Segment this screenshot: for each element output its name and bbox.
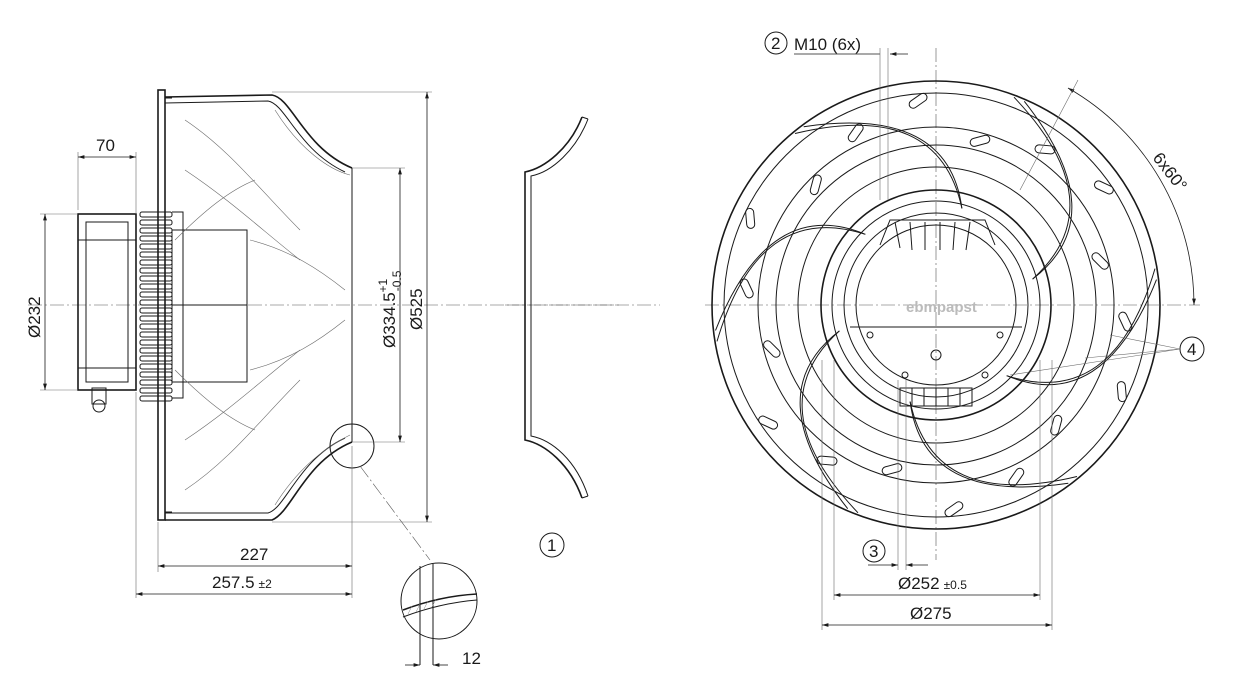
- dim-252: Ø252±0.5: [898, 574, 967, 593]
- dim-334: Ø334.5-0.5+1: [376, 270, 404, 348]
- dim-525: Ø525: [407, 288, 426, 330]
- brand-logo: ebmpapst: [906, 299, 977, 316]
- dim-70: 70: [96, 136, 115, 155]
- callout-2: 2: [764, 31, 788, 55]
- dim-12: 12: [462, 649, 481, 668]
- dim-227: 227: [240, 545, 268, 564]
- inlet-nozzle: [505, 116, 660, 499]
- callout-4: 4: [1179, 336, 1205, 362]
- dim-275: Ø275: [910, 604, 952, 623]
- svg-text:3: 3: [869, 542, 878, 561]
- side-dimensions: 70 Ø232 Ø334.5-0.5+1 Ø525 227 257.5±2: [25, 91, 432, 598]
- svg-text:4: 4: [1187, 340, 1196, 359]
- svg-text:1: 1: [547, 536, 556, 555]
- motor-housing: [77, 213, 137, 413]
- side-view: [28, 89, 620, 561]
- front-dimensions: 2 M10 (6x) 6x60° 4 3 Ø252±: [764, 31, 1205, 630]
- electronics-box: [850, 219, 1022, 407]
- svg-text:2: 2: [771, 34, 780, 53]
- dim-257: 257.5±2: [212, 573, 272, 592]
- impeller-shroud: [164, 94, 353, 521]
- front-view: ebmpapst: [705, 48, 1200, 560]
- mounting-slots: [739, 92, 1133, 518]
- cooling-fins: [139, 211, 173, 402]
- dim-232: Ø232: [25, 296, 44, 338]
- detail-view: 12: [400, 562, 481, 668]
- dim-m10: M10 (6x): [794, 35, 861, 54]
- callout-1: 1: [539, 532, 565, 558]
- rotor-hub: [171, 211, 248, 399]
- callout-3: 3: [862, 539, 886, 563]
- back-plate: [157, 89, 172, 521]
